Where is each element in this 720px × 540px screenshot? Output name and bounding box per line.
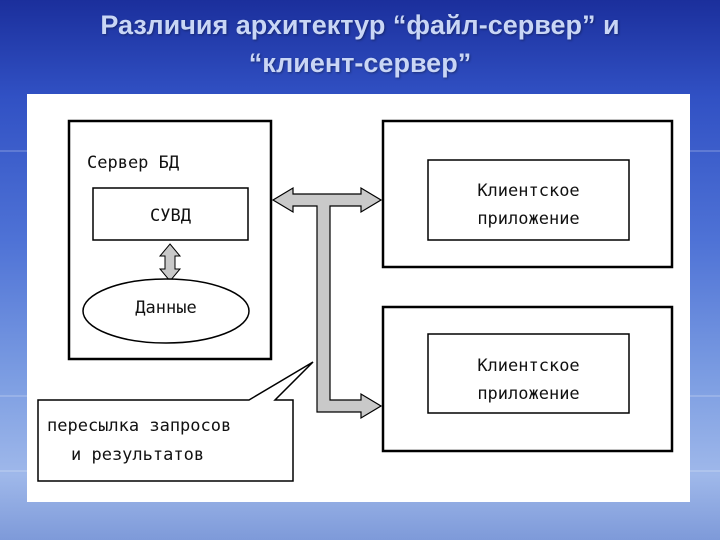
dbms-box — [92, 187, 249, 241]
slide-title-line-1: Различия архитектур “файл-сервер” и — [100, 10, 620, 40]
client-app-box-2 — [427, 333, 630, 414]
client-app-box-1 — [427, 159, 630, 241]
slide-title-line-2: “клиент-сервер” — [248, 48, 472, 78]
client-app-2-line-1: Клиентское — [477, 356, 579, 376]
db-server-label: Сервер БД — [87, 153, 179, 173]
client-app-1-line-1: Клиентское — [477, 181, 579, 201]
architecture-diagram: Сервер БД СУВД Данные Клиентское приложе… — [37, 119, 674, 482]
client-app-1-line-2: приложение — [477, 209, 579, 229]
data-ellipse — [82, 278, 250, 344]
callout-line-2: и результатов — [71, 445, 204, 465]
callout-line-1: пересылка запросов — [47, 416, 231, 436]
connection-arrows — [271, 186, 383, 420]
diagram-panel: Сервер БД СУВД Данные Клиентское приложе… — [27, 94, 690, 502]
dbms-label: СУВД — [150, 206, 191, 226]
slide-title: Различия архитектур “файл-сервер” и “кли… — [0, 6, 720, 82]
client-app-2-line-2: приложение — [477, 384, 579, 404]
data-label: Данные — [135, 298, 196, 318]
callout-box — [37, 361, 314, 482]
